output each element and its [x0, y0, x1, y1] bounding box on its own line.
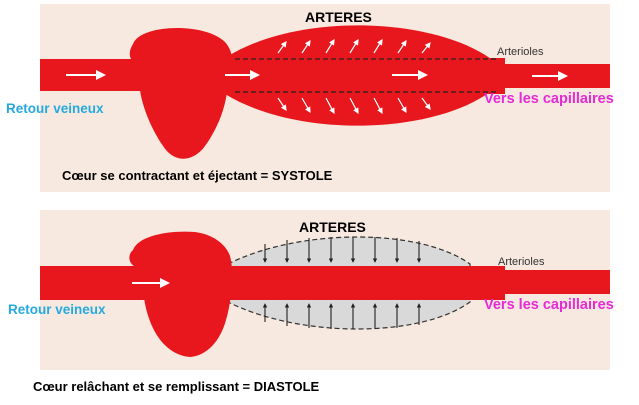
systole-wall-arrows-down [277, 97, 431, 115]
systole-artery-tube [215, 58, 505, 94]
systole-capillaires-label: Vers les capillaires [484, 91, 614, 107]
diastole-wall-arrows-up [262, 303, 422, 329]
systole-arterioles-label: Arterioles [497, 46, 544, 58]
systole-wall-arrows-up [277, 38, 431, 54]
systole-flow-arrows [66, 70, 568, 81]
diastole-capillaires-label: Vers les capillaires [484, 297, 614, 313]
diastole-heart [129, 231, 233, 357]
diastole-arteres-label: ARTERES [299, 219, 366, 235]
diastole-arterioles [490, 270, 610, 294]
systole-arteres-label: ARTERES [305, 9, 372, 25]
diastole-wall-arrows-down [262, 237, 422, 263]
diastole-retour-label: Retour veineux [8, 302, 106, 317]
diastole-arterioles-label: Arterioles [498, 256, 545, 268]
diastole-caption: Cœur relâchant et se remplissant = DIAST… [33, 379, 320, 394]
diastole-artery-tube [215, 266, 505, 300]
diastole-vein [40, 266, 145, 300]
systole-heart [129, 27, 233, 159]
systole-caption: Cœur se contractant et éjectant = SYSTOL… [62, 168, 333, 183]
systole-retour-label: Retour veineux [6, 101, 104, 116]
systole-diagram [40, 25, 610, 159]
diastole-diagram [40, 231, 610, 357]
